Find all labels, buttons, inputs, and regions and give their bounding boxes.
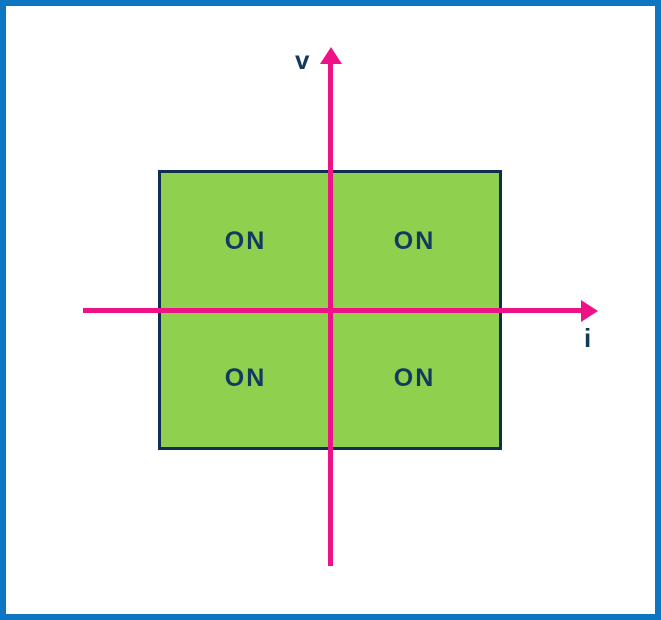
- vertical-axis: [328, 61, 333, 566]
- horizontal-axis: [83, 308, 584, 313]
- quadrant-top-right: ON: [330, 173, 499, 310]
- quadrant-bottom-right: ON: [330, 310, 499, 447]
- arrow-right-icon: [581, 299, 598, 322]
- quadrant-label: ON: [393, 364, 436, 392]
- quadrant-label: ON: [224, 364, 267, 392]
- quadrant-label: ON: [393, 227, 436, 255]
- quadrant-top-left: ON: [161, 173, 330, 310]
- arrow-up-icon: [319, 47, 342, 64]
- vertical-axis-label: v: [295, 45, 310, 75]
- horizontal-axis-label: i: [584, 323, 592, 353]
- quadrant-bottom-left: ON: [161, 310, 330, 447]
- quadrant-label: ON: [224, 227, 267, 255]
